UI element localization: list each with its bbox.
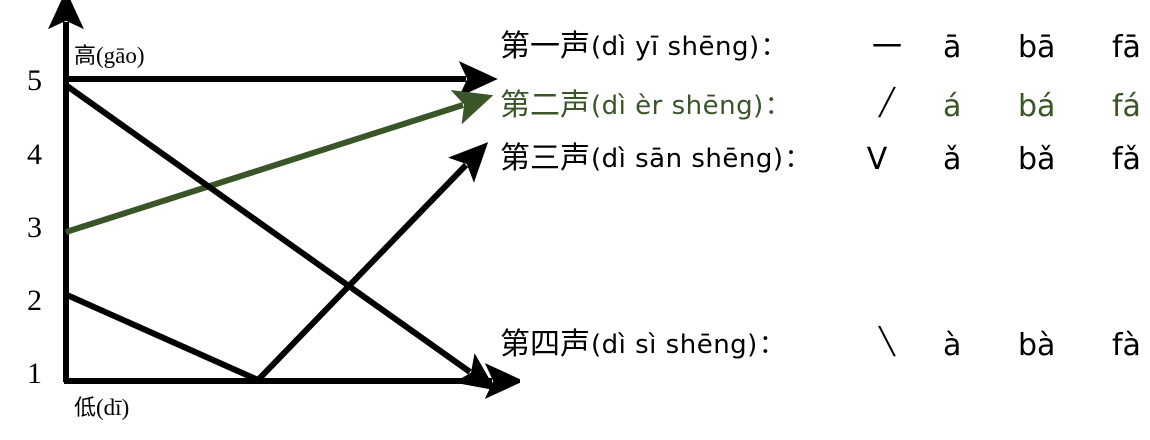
- pitch-contour-diagram: 5 4 3 2 1 高(gāo) 低(dī): [0, 0, 520, 440]
- tone2-example-1: á: [943, 89, 962, 124]
- high-pitch-label-pinyin: (gāo): [96, 43, 145, 68]
- tone4-name: 第四声: [500, 327, 590, 362]
- tone1-colon: ：: [760, 32, 787, 62]
- tone3-example-1: ǎ: [943, 142, 962, 177]
- tone-legend-row-2: 第二声 (dì èr shēng) ： ╱ á bá fá: [500, 84, 1150, 128]
- tone1-pinyin: (dì yī shēng): [591, 32, 760, 62]
- tone4-pinyin: (dì sì shēng): [591, 330, 758, 360]
- tone1-example-1: ā: [943, 30, 962, 65]
- low-pitch-label-han: 低: [74, 396, 97, 421]
- tone-legend-row-3: 第三声 (dì sān shēng) ： V ǎ bǎ fǎ: [500, 137, 1150, 181]
- tone2-mark-icon: ╱: [879, 88, 895, 118]
- y-tick-4: 4: [27, 138, 42, 171]
- y-tick-1: 1: [27, 357, 42, 390]
- tone4-example-1: à: [943, 328, 962, 363]
- y-tick-2: 2: [27, 284, 42, 317]
- tone-legend-row-4: 第四声 (dì sì shēng) ： ╲ à bà fà: [500, 323, 1150, 367]
- tone-legend-row-1: 第一声 (dì yī shēng) ： 一 ā bā fā: [500, 25, 1150, 69]
- tone1-example-3: fā: [1112, 30, 1141, 65]
- tone2-contour: [65, 90, 494, 235]
- tone4-contour: [65, 83, 496, 391]
- tone2-name: 第二声: [500, 88, 590, 123]
- y-tick-5: 5: [27, 64, 42, 97]
- tone4-colon: ：: [758, 330, 785, 360]
- tone3-name: 第三声: [500, 141, 590, 176]
- tone4-example-3: fà: [1112, 328, 1141, 363]
- tone2-example-3: fá: [1112, 89, 1141, 124]
- tone2-example-2: bá: [1018, 89, 1056, 124]
- tone3-example-2: bǎ: [1018, 142, 1056, 177]
- tone1-example-2: bā: [1018, 30, 1056, 65]
- y-tick-3: 3: [27, 211, 42, 244]
- low-pitch-label-pinyin: (dī): [96, 395, 130, 420]
- tone3-contour-ascend: [255, 142, 489, 383]
- high-pitch-label-han: 高: [74, 44, 97, 69]
- tone1-mark-icon: 一: [872, 30, 902, 65]
- tone2-pinyin: (dì èr shēng): [591, 91, 764, 121]
- tone3-example-3: fǎ: [1112, 142, 1141, 177]
- low-pitch-label: 低(dī): [74, 396, 129, 420]
- pitch-contour-svg: [48, 0, 520, 399]
- tone3-pinyin: (dì sān shēng): [591, 144, 784, 174]
- tone2-colon: ：: [764, 91, 791, 121]
- tone3-colon: ：: [784, 144, 811, 174]
- tone4-example-2: bà: [1018, 328, 1056, 363]
- tone3-mark-icon: V: [866, 142, 888, 177]
- tone-legend: 第一声 (dì yī shēng) ： 一 ā bā fā 第二声 (dì èr…: [500, 0, 1150, 440]
- high-pitch-label: 高(gāo): [74, 44, 145, 68]
- tone4-mark-icon: ╲: [879, 327, 895, 357]
- tone1-name: 第一声: [500, 29, 590, 64]
- tone3-contour-descend: [65, 292, 260, 383]
